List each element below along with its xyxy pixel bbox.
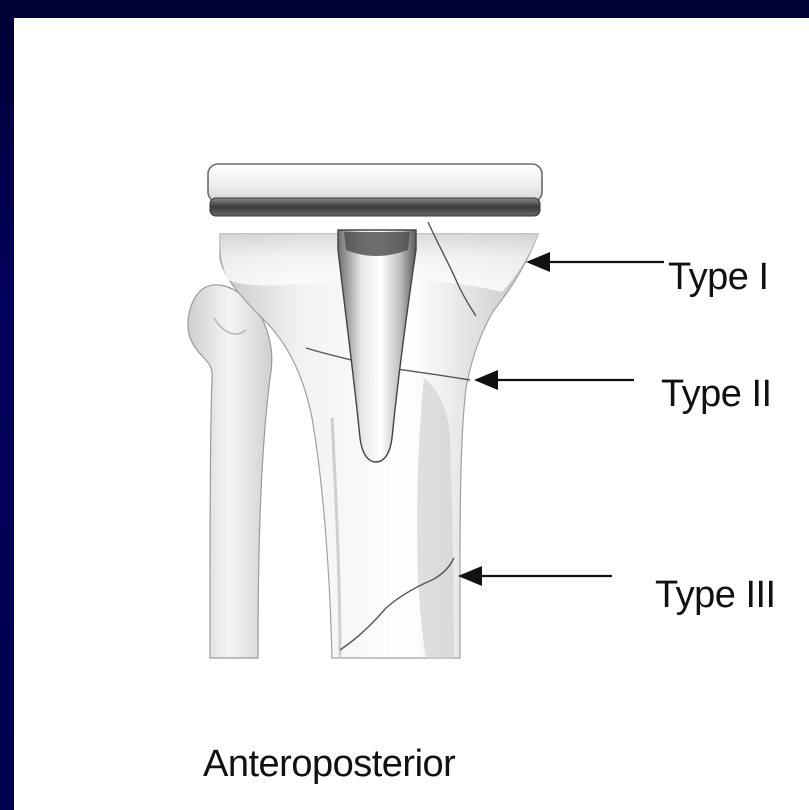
view-caption: Anteroposterior xyxy=(203,743,455,786)
fibula xyxy=(188,285,272,658)
label-type-1: Type I xyxy=(668,256,769,299)
figure-panel: Type I Type II Type III Anteroposterior xyxy=(14,18,809,810)
arrow-type1 xyxy=(526,252,664,272)
label-type-3: Type III xyxy=(655,574,776,617)
arrow-type3 xyxy=(458,566,612,586)
label-type-2: Type II xyxy=(661,373,772,416)
arrow-type2 xyxy=(474,370,634,390)
tibial-tray xyxy=(208,164,542,216)
